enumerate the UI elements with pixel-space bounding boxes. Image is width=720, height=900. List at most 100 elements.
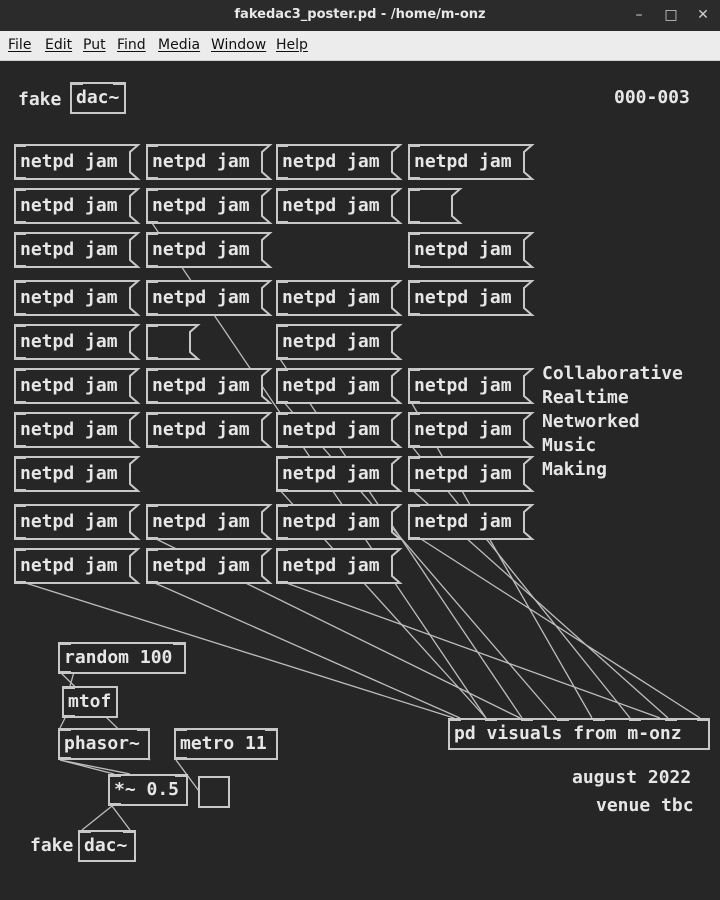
message-inlet bbox=[276, 368, 288, 371]
netpd-jam-message[interactable]: netpd jam bbox=[14, 412, 141, 448]
message-outlet bbox=[146, 445, 158, 448]
phasor-object[interactable]: phasor~ bbox=[58, 728, 150, 760]
random-object[interactable]: random 100 bbox=[58, 642, 186, 674]
netpd-jam-message[interactable]: netpd jam bbox=[14, 548, 141, 584]
visuals-inlet-8[interactable] bbox=[697, 718, 709, 721]
maximize-icon[interactable]: □ bbox=[664, 7, 678, 23]
message-outlet bbox=[14, 489, 26, 492]
multiply-object[interactable]: *~ 0.5 bbox=[108, 774, 188, 806]
phasor-inlet-right[interactable] bbox=[137, 728, 149, 731]
dac-bottom-inlet-left[interactable] bbox=[79, 830, 91, 833]
netpd-jam-message[interactable]: netpd jam bbox=[276, 368, 403, 404]
visuals-inlet-4[interactable] bbox=[557, 718, 569, 721]
patch-code: 000-003 bbox=[614, 87, 690, 108]
netpd-jam-message[interactable]: netpd jam bbox=[14, 280, 141, 316]
message-outlet bbox=[14, 581, 26, 584]
visuals-inlet-3[interactable] bbox=[521, 718, 533, 721]
netpd-jam-message[interactable]: netpd jam bbox=[276, 188, 403, 224]
netpd-jam-message[interactable]: netpd jam bbox=[146, 368, 273, 404]
visuals-inlet-1[interactable] bbox=[449, 718, 461, 721]
netpd-jam-message[interactable]: netpd jam bbox=[408, 232, 535, 268]
menu-file[interactable]: File bbox=[8, 37, 32, 53]
random-outlet[interactable] bbox=[59, 671, 71, 674]
message-text: netpd jam bbox=[20, 331, 118, 352]
dac-inlet-left[interactable] bbox=[71, 82, 83, 85]
netpd-jam-message[interactable]: netpd jam bbox=[146, 144, 273, 180]
phasor-outlet[interactable] bbox=[59, 757, 71, 760]
visuals-inlet-5[interactable] bbox=[593, 718, 605, 721]
netpd-jam-message[interactable]: netpd jam bbox=[14, 144, 141, 180]
netpd-jam-message[interactable]: netpd jam bbox=[146, 232, 273, 268]
random-inlet-right[interactable] bbox=[173, 642, 185, 645]
dac-bottom-inlet-right[interactable] bbox=[123, 830, 135, 833]
message-outlet bbox=[14, 221, 26, 224]
menu-media[interactable]: Media bbox=[158, 37, 201, 53]
visuals-inlet-7[interactable] bbox=[665, 718, 677, 721]
mtof-inlet[interactable] bbox=[63, 686, 75, 689]
bang-toggle[interactable] bbox=[198, 776, 230, 808]
netpd-jam-message[interactable]: netpd jam bbox=[146, 188, 273, 224]
tagline-line-5: Making bbox=[542, 459, 608, 480]
netpd-jam-message[interactable]: netpd jam bbox=[276, 456, 403, 492]
pd-visuals-subpatch[interactable]: pd visuals from m-onz bbox=[448, 718, 710, 750]
netpd-jam-message[interactable]: netpd jam bbox=[14, 188, 141, 224]
menu-help[interactable]: Help bbox=[276, 37, 308, 53]
netpd-jam-message[interactable]: netpd jam bbox=[408, 280, 535, 316]
dac-inlet-right[interactable] bbox=[113, 82, 125, 85]
mtof-outlet[interactable] bbox=[63, 715, 75, 718]
netpd-jam-message[interactable]: netpd jam bbox=[14, 232, 141, 268]
netpd-jam-message[interactable]: netpd jam bbox=[276, 412, 403, 448]
netpd-jam-message[interactable]: netpd jam bbox=[276, 324, 403, 360]
netpd-jam-message[interactable]: netpd jam bbox=[408, 144, 535, 180]
message-text: netpd jam bbox=[20, 375, 118, 396]
metro-object[interactable]: metro 11 bbox=[174, 728, 278, 760]
message-text: netpd jam bbox=[282, 195, 380, 216]
metro-inlet-right[interactable] bbox=[265, 728, 277, 731]
netpd-jam-message[interactable]: netpd jam bbox=[408, 504, 535, 540]
close-icon[interactable]: ✕ bbox=[697, 7, 709, 23]
message-outlet bbox=[276, 313, 288, 316]
visuals-inlet-6[interactable] bbox=[629, 718, 641, 721]
dac-object-bottom[interactable]: dac~ bbox=[78, 830, 136, 862]
netpd-jam-message[interactable]: netpd jam bbox=[408, 368, 535, 404]
phasor-inlet-left[interactable] bbox=[59, 728, 71, 731]
menu-put[interactable]: Put bbox=[83, 37, 106, 53]
multiply-inlet-right[interactable] bbox=[175, 774, 187, 777]
message-text: netpd jam bbox=[152, 239, 250, 260]
mtof-object[interactable]: mtof bbox=[62, 686, 118, 718]
dac-object-top[interactable]: dac~ bbox=[70, 82, 126, 114]
message-outlet bbox=[276, 357, 288, 360]
menu-find[interactable]: Find bbox=[117, 37, 146, 53]
netpd-jam-message[interactable]: netpd jam bbox=[14, 368, 141, 404]
netpd-jam-message[interactable]: netpd jam bbox=[146, 504, 273, 540]
minimize-icon[interactable]: – bbox=[635, 7, 643, 23]
netpd-jam-message[interactable]: netpd jam bbox=[146, 548, 273, 584]
netpd-jam-message[interactable]: netpd jam bbox=[14, 456, 141, 492]
netpd-jam-message[interactable]: netpd jam bbox=[276, 548, 403, 584]
menu-window[interactable]: Window bbox=[211, 37, 267, 53]
multiply-outlet[interactable] bbox=[109, 803, 121, 806]
message-text: netpd jam bbox=[282, 287, 380, 308]
netpd-jam-message[interactable]: netpd jam bbox=[14, 504, 141, 540]
netpd-jam-message[interactable]: netpd jam bbox=[146, 280, 273, 316]
visuals-inlet-2[interactable] bbox=[485, 718, 497, 721]
netpd-jam-message[interactable]: netpd jam bbox=[14, 324, 141, 360]
netpd-jam-message[interactable]: netpd jam bbox=[276, 280, 403, 316]
message-text: netpd jam bbox=[152, 375, 250, 396]
message-inlet bbox=[14, 232, 26, 235]
random-inlet-left[interactable] bbox=[59, 642, 71, 645]
empty-message[interactable] bbox=[408, 188, 463, 224]
metro-object-label: metro 11 bbox=[180, 733, 267, 754]
empty-message[interactable] bbox=[146, 324, 201, 360]
netpd-jam-message[interactable]: netpd jam bbox=[146, 412, 273, 448]
netpd-jam-message[interactable]: netpd jam bbox=[276, 504, 403, 540]
metro-inlet-left[interactable] bbox=[175, 728, 187, 731]
metro-outlet[interactable] bbox=[175, 757, 187, 760]
message-inlet bbox=[408, 412, 420, 415]
message-inlet bbox=[14, 456, 26, 459]
menu-edit[interactable]: Edit bbox=[45, 37, 73, 53]
netpd-jam-message[interactable]: netpd jam bbox=[408, 412, 535, 448]
multiply-inlet-left[interactable] bbox=[109, 774, 121, 777]
netpd-jam-message[interactable]: netpd jam bbox=[276, 144, 403, 180]
netpd-jam-message[interactable]: netpd jam bbox=[408, 456, 535, 492]
